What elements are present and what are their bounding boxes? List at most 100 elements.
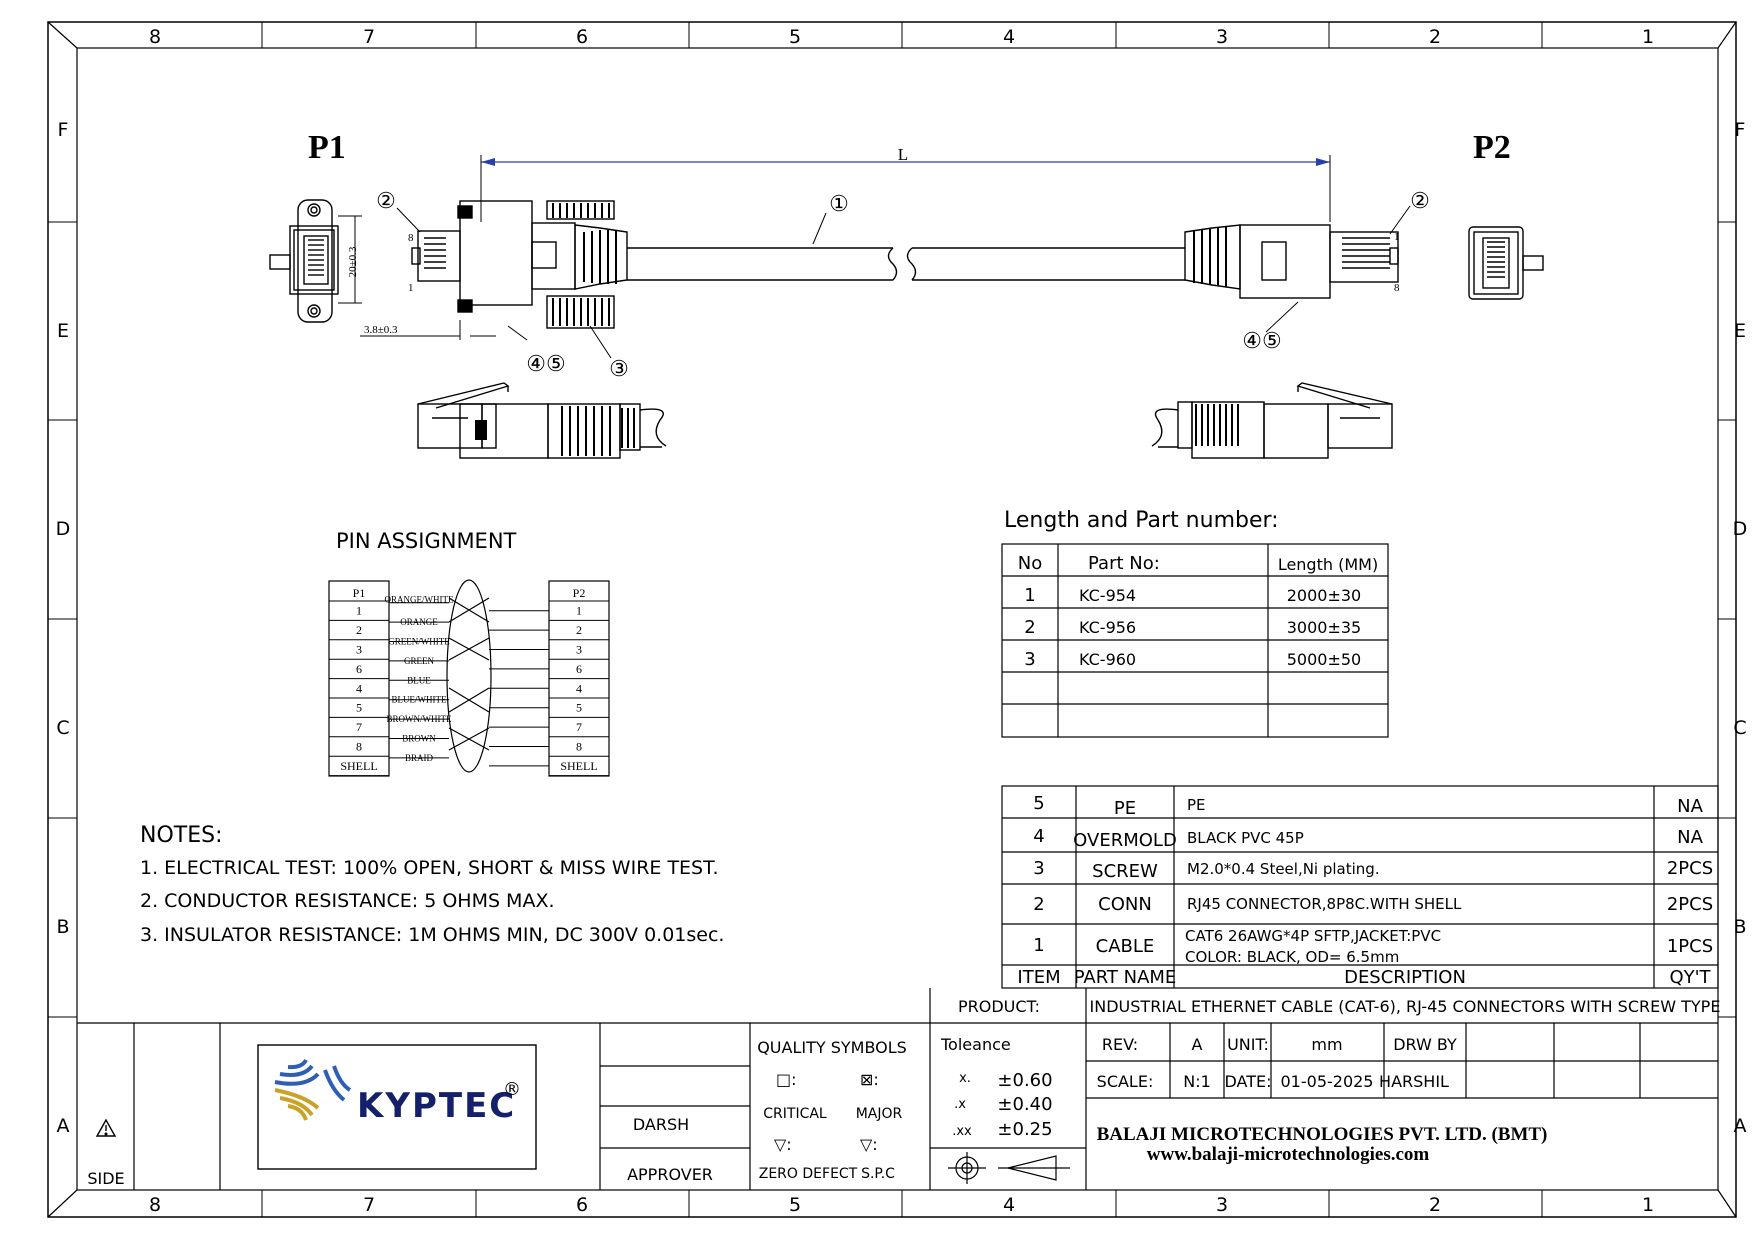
col-label-top: 1 bbox=[1642, 26, 1654, 48]
zero-defect-symbol: ▽: bbox=[774, 1135, 792, 1154]
bom-part: PE bbox=[1114, 798, 1136, 819]
row-label-left: F bbox=[58, 119, 69, 141]
length-header-part: Part No: bbox=[1088, 553, 1160, 574]
col-label-bottom: 2 bbox=[1429, 1194, 1441, 1216]
bom-part: CONN bbox=[1098, 894, 1152, 915]
col-label-bottom: 8 bbox=[149, 1194, 161, 1216]
bom-item: 3 bbox=[1033, 858, 1044, 879]
unit-value: mm bbox=[1311, 1035, 1342, 1054]
bom-desc: PE bbox=[1187, 796, 1206, 814]
bom-item: 4 bbox=[1033, 826, 1044, 847]
scale-label: SCALE: bbox=[1097, 1072, 1154, 1091]
bom-header-item: ITEM bbox=[1017, 967, 1060, 988]
rev-label: REV: bbox=[1102, 1035, 1138, 1054]
wire-color-label: BRAID bbox=[405, 753, 434, 763]
drw-by-label: DRW BY bbox=[1393, 1035, 1457, 1054]
p1-pin-top: 8 bbox=[408, 232, 414, 244]
title-block: SIDE KYPTEC ® DARSH APPROVER bbox=[77, 988, 1720, 1190]
bom-header-part: PART NAME bbox=[1074, 967, 1177, 988]
row-label-right: C bbox=[1733, 717, 1746, 739]
bom-part: CABLE bbox=[1096, 936, 1155, 957]
tolerance-format: x. bbox=[959, 1071, 971, 1086]
critical-symbol: □: bbox=[776, 1070, 797, 1089]
bom-desc: COLOR: BLACK, OD= 6.5mm bbox=[1185, 948, 1399, 966]
col-label-bottom: 4 bbox=[1003, 1194, 1015, 1216]
length-row-length: 5000±50 bbox=[1287, 650, 1361, 669]
wire-color-label: ORANGE bbox=[400, 617, 438, 627]
length-row-length: 2000±30 bbox=[1287, 586, 1361, 605]
col-label-bottom: 3 bbox=[1216, 1194, 1228, 1216]
p1-pin-bottom: 1 bbox=[408, 282, 414, 294]
bom-qty: 1PCS bbox=[1667, 936, 1713, 957]
bom-item: 1 bbox=[1033, 935, 1044, 956]
p2-pin-number: 6 bbox=[576, 662, 582, 676]
balloon-screw: ③ bbox=[609, 356, 629, 381]
p2-end-view bbox=[1468, 226, 1544, 300]
company-website: www.balaji-microtechnologies.com bbox=[1147, 1144, 1430, 1165]
bom-header-desc: DESCRIPTION bbox=[1344, 967, 1466, 988]
length-row-part: KC-956 bbox=[1079, 618, 1136, 637]
row-label-right: D bbox=[1733, 518, 1748, 540]
projection-symbol bbox=[948, 1152, 1070, 1184]
col-label-bottom: 1 bbox=[1642, 1194, 1654, 1216]
warning-icon bbox=[95, 1118, 117, 1137]
col-label-top: 4 bbox=[1003, 26, 1015, 48]
balloon-cable: ① bbox=[829, 191, 849, 216]
bom-part: OVERMOLD bbox=[1073, 830, 1177, 851]
row-label-left: D bbox=[56, 518, 71, 540]
logo-registered-mark: ® bbox=[503, 1079, 521, 1100]
critical-label: CRITICAL bbox=[763, 1106, 827, 1122]
p2-balloon-leaders bbox=[1265, 205, 1411, 333]
p2-top-view-grips bbox=[1195, 404, 1239, 446]
length-row-no: 3 bbox=[1024, 649, 1035, 670]
rev-value: A bbox=[1192, 1035, 1203, 1054]
p1-balloon-leaders bbox=[396, 207, 827, 359]
side-label: SIDE bbox=[87, 1169, 124, 1188]
p2-pin-number: SHELL bbox=[560, 759, 597, 773]
p1-pin-number: 5 bbox=[356, 701, 362, 715]
length-row-part: KC-954 bbox=[1079, 586, 1136, 605]
balloon-overmold-p2: ④⑤ bbox=[1242, 328, 1281, 353]
p1-width-dimension: 3.8±0.3 bbox=[364, 324, 398, 336]
product-label: PRODUCT: bbox=[958, 997, 1040, 1016]
bom-qty: 2PCS bbox=[1667, 858, 1713, 879]
drawn-by-name: HARSHIL bbox=[1379, 1072, 1449, 1091]
p1-end-view bbox=[269, 199, 362, 323]
bom-item: 2 bbox=[1033, 894, 1044, 915]
tolerance-format: .x bbox=[954, 1097, 966, 1112]
note-item: 1. ELECTRICAL TEST: 100% OPEN, SHORT & M… bbox=[140, 857, 719, 879]
row-label-left: E bbox=[57, 320, 69, 342]
col-label-bottom: 5 bbox=[789, 1194, 801, 1216]
p2-pin-number: 1 bbox=[576, 604, 582, 618]
p1-label: P1 bbox=[308, 129, 346, 166]
tolerance-value: ±0.40 bbox=[997, 1094, 1052, 1115]
p2-pin-number: 5 bbox=[576, 701, 582, 715]
pin-grid bbox=[329, 600, 609, 777]
p1-pin-header: P1 bbox=[353, 586, 366, 600]
wire-color-label: BLUE/WHITE bbox=[392, 695, 447, 705]
major-symbol: ⊠: bbox=[860, 1070, 879, 1089]
unit-label: UNIT: bbox=[1227, 1035, 1269, 1054]
scale-value: N:1 bbox=[1183, 1072, 1211, 1091]
major-label: MAJOR bbox=[856, 1106, 903, 1122]
spc-label: S.P.C bbox=[861, 1166, 895, 1182]
note-item: 2. CONDUCTOR RESISTANCE: 5 OHMS MAX. bbox=[140, 890, 555, 912]
notes: NOTES: 1. ELECTRICAL TEST: 100% OPEN, SH… bbox=[140, 823, 724, 946]
bom-qty: NA bbox=[1677, 796, 1703, 817]
date-label: DATE: bbox=[1224, 1072, 1271, 1091]
p2-pin-number: 3 bbox=[576, 643, 582, 657]
bom-header-qty: QY'T bbox=[1669, 967, 1711, 988]
balloon-connector-p2: ② bbox=[1410, 188, 1430, 213]
col-label-top: 2 bbox=[1429, 26, 1441, 48]
p2-grip-lines bbox=[1193, 227, 1227, 287]
p2-top-view bbox=[1151, 382, 1393, 459]
bom-part: SCREW bbox=[1092, 861, 1158, 882]
wire-color-label: GREEN bbox=[404, 656, 434, 666]
length-row-no: 1 bbox=[1024, 585, 1035, 606]
zero-defect-label: ZERO DEFECT bbox=[759, 1166, 858, 1182]
p1-grip-lines bbox=[552, 203, 617, 326]
approver-label: APPROVER bbox=[627, 1165, 713, 1184]
row-label-right: B bbox=[1733, 916, 1746, 938]
checker-name: DARSH bbox=[633, 1115, 689, 1134]
p2-pin-number: 2 bbox=[576, 623, 582, 637]
